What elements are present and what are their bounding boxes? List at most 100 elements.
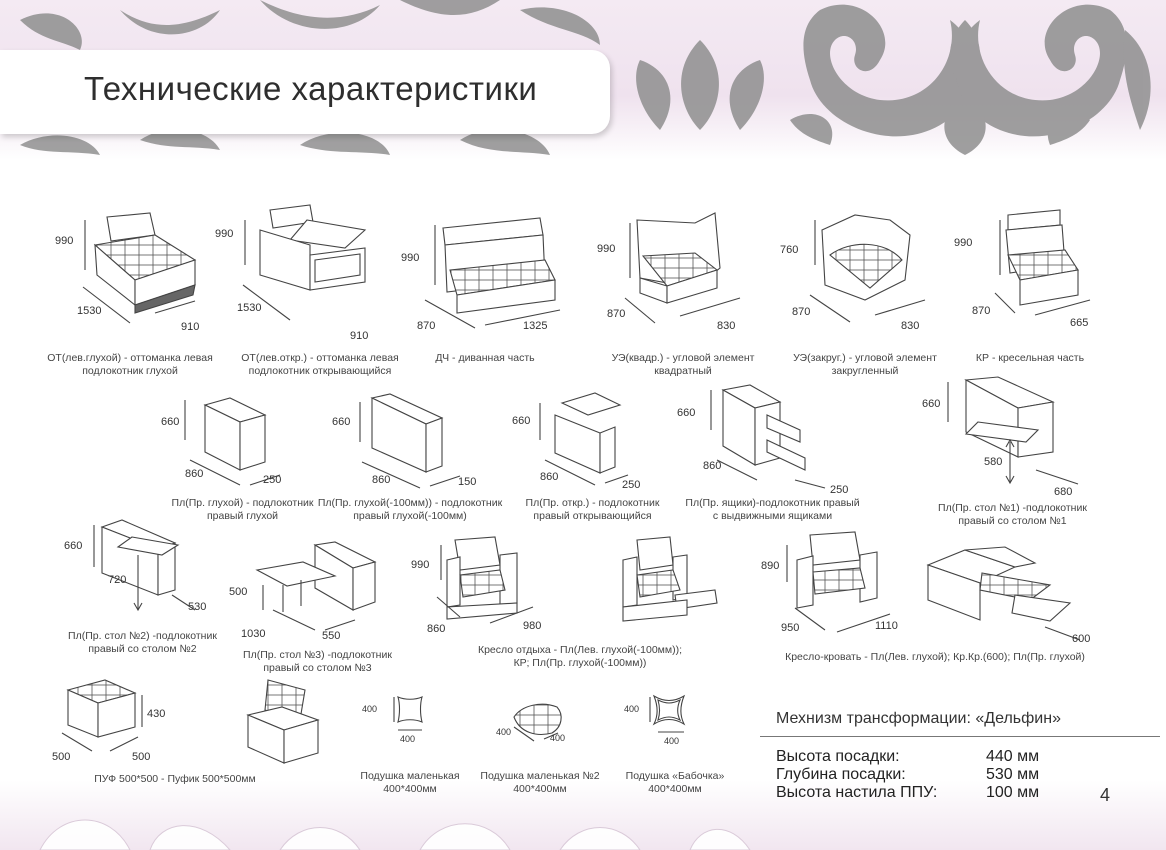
dim-height: 400	[362, 704, 378, 714]
recliner-open-drawing	[622, 536, 718, 622]
module-pouf: 430 500 500	[50, 675, 165, 770]
arm-drawers-drawing	[710, 384, 826, 489]
dim-width: 530	[188, 601, 207, 613]
dim-height: 990	[411, 559, 430, 571]
dim-width: 830	[717, 320, 736, 332]
module-arm-table-1: 660 580 680	[918, 372, 1088, 500]
dim-height: 990	[954, 237, 973, 249]
dim-width: 250	[263, 474, 282, 486]
dim-depth: 860	[703, 460, 722, 472]
caption-recliner: Кресло отдыха - Пл(Лев. глухой(-100мм));…	[477, 644, 683, 669]
dim-width: 400	[550, 733, 566, 743]
dim-width: 665	[1070, 317, 1089, 329]
arm-table-3-drawing	[255, 541, 377, 631]
dim-depth: 870	[417, 320, 436, 332]
dim-depth: 870	[607, 308, 626, 320]
dim-depth: 860	[185, 468, 204, 480]
dim-depth: 400	[496, 727, 512, 737]
dim-width: 1325	[523, 320, 548, 332]
dim-depth: 950	[781, 622, 800, 634]
dim-height: 500	[229, 586, 248, 598]
dim-depth: 870	[972, 305, 991, 317]
caption-sofa-section: ДЧ - диванная часть	[435, 352, 535, 364]
dim-height: 990	[55, 235, 74, 247]
module-corner-rounded: 760 870 830	[780, 210, 940, 340]
dim-depth: 870	[792, 306, 811, 318]
module-pillow-butterfly: 400 400	[622, 692, 702, 752]
dim-height: 760	[780, 244, 799, 256]
dim-table-height: 580	[984, 456, 1003, 468]
info-divider	[760, 736, 1160, 737]
info-value-seat-height: 440 мм	[986, 748, 1040, 765]
arm-table-1-drawing	[947, 376, 1079, 485]
module-ottoman-left-open: 990 1530 910	[215, 200, 380, 342]
dim-depth: 860	[372, 474, 391, 486]
caption-pouf: ПУФ 500*500 - Пуфик 500*500мм	[94, 773, 256, 785]
module-chair-bed: 890 950 1110	[755, 530, 900, 640]
dim-height: 660	[922, 398, 941, 410]
dim-width: 680	[1054, 486, 1073, 498]
footer-ornament	[39, 819, 751, 850]
module-corner-square: 990 870 830	[595, 208, 755, 340]
dim-width: 150	[458, 476, 477, 488]
transformation-info: Мехнизм трансформации: «Дельфин» Высота …	[760, 700, 1160, 812]
dim-height: 400	[624, 704, 640, 714]
caption-pillow-butterfly: Подушка «Бабочка»400*400мм	[625, 770, 725, 795]
module-chair-bed-open: 600	[920, 545, 1095, 650]
armchair-section-drawing	[994, 209, 1091, 316]
caption-armchair-section: КР - кресельная часть	[975, 352, 1085, 364]
module-ottoman-left-closed: 990 1530 910	[55, 205, 220, 340]
dim-height: 660	[161, 416, 180, 428]
module-arm-open: 660 860 250	[510, 385, 660, 495]
dim-width: 500	[132, 751, 151, 763]
dim-width: 400	[664, 736, 680, 746]
caption-chair-bed: Кресло-кровать - Пл(Лев. глухой); Кр.Кр.…	[785, 651, 1085, 663]
dim-depth: 1530	[77, 305, 102, 317]
dim-width: 250	[830, 484, 849, 496]
dim-depth: 860	[540, 471, 559, 483]
title-box: Технические характеристики	[0, 50, 610, 134]
arm-table-2-drawing	[93, 519, 196, 612]
ottoman-left-open-drawing	[242, 204, 367, 321]
info-label-seat-height: Высота посадки:	[776, 748, 900, 765]
info-value-foam-height: 100 мм	[986, 784, 1040, 801]
dim-table-height: 720	[108, 574, 127, 586]
info-title: Мехнизм трансформации: «Дельфин»	[776, 710, 1061, 727]
dim-extension: 600	[1072, 633, 1091, 645]
dim-depth: 1530	[237, 302, 262, 314]
corner-square-drawing	[624, 212, 741, 324]
pillow-small-drawing	[393, 696, 423, 731]
pillow-small-2-drawing	[513, 703, 562, 742]
info-label-seat-depth: Глубина посадки:	[776, 766, 906, 783]
corner-rounded-drawing	[809, 214, 926, 323]
dim-height: 890	[761, 560, 780, 572]
dim-height: 660	[332, 416, 351, 428]
dim-width: 910	[350, 330, 369, 342]
dim-width: 400	[400, 734, 416, 744]
dim-width: 1110	[875, 620, 898, 632]
module-pouf-open	[240, 675, 325, 770]
module-pillow-small-2: 400 400	[492, 695, 582, 755]
chair-bed-open-drawing	[926, 546, 1081, 641]
dim-width: 980	[523, 620, 542, 632]
dim-width: 550	[322, 630, 341, 642]
module-pillow-small: 400 400	[360, 692, 440, 752]
module-arm-closed: 660 860 250	[155, 390, 305, 495]
dim-height: 660	[677, 407, 696, 419]
dim-height: 990	[597, 243, 616, 255]
module-arm-table-2: 660 720 530	[60, 515, 220, 627]
dim-height: 660	[512, 415, 531, 427]
page-number: 4	[1100, 785, 1111, 805]
module-arm-closed-100: 660 860 150	[330, 390, 490, 495]
